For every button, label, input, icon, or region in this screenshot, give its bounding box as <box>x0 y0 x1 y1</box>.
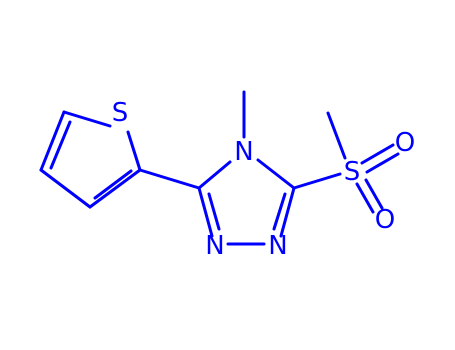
atom-label-sulfonyl-sulfur: S <box>344 157 361 187</box>
atom-label-triazole-n1: N <box>205 231 224 261</box>
bond-c2-c3-thiophene-inner <box>49 120 72 170</box>
bond-s-o-lower-b <box>364 178 384 210</box>
atom-label-triazole-n4: N <box>234 137 253 167</box>
bond-c5-n2-triazole <box>279 186 296 238</box>
bond-c4-c5-thiophene <box>88 168 142 209</box>
bond-c3-n4-triazole <box>197 160 232 190</box>
atom-label-sulfonyl-oxygen-lower: O <box>375 205 395 235</box>
bond-c5-s-thiophene <box>126 130 142 172</box>
bond-thiophene-triazole <box>138 168 201 190</box>
bond-group <box>39 90 400 246</box>
bond-s-o-upper-a <box>360 143 395 165</box>
bond-n4-c5-triazole <box>256 158 296 190</box>
atom-label-sulfonyl-oxygen-upper: O <box>395 128 415 158</box>
bond-c5-n2-triazole-inner <box>272 192 287 231</box>
bond-c3-n1-triazole <box>197 186 214 238</box>
atom-label-triazole-n2: N <box>268 231 287 261</box>
bond-s-methyl <box>326 111 347 160</box>
bond-c2-c3-thiophene <box>39 110 66 172</box>
bond-s-o-lower-a <box>355 182 375 214</box>
bond-c4-c5-thiophene-inner <box>93 169 133 200</box>
atom-label-group: S N N N S O O <box>112 98 415 261</box>
bond-s-c2-thiophene <box>62 110 112 128</box>
bond-s-o-upper-b <box>365 152 400 174</box>
atom-label-thiophene-sulfur: S <box>112 98 129 128</box>
bond-c5-sulfonyl <box>292 172 342 190</box>
bond-c3-c4-thiophene <box>39 168 92 209</box>
bond-c3-n1-triazole-inner <box>207 192 221 231</box>
